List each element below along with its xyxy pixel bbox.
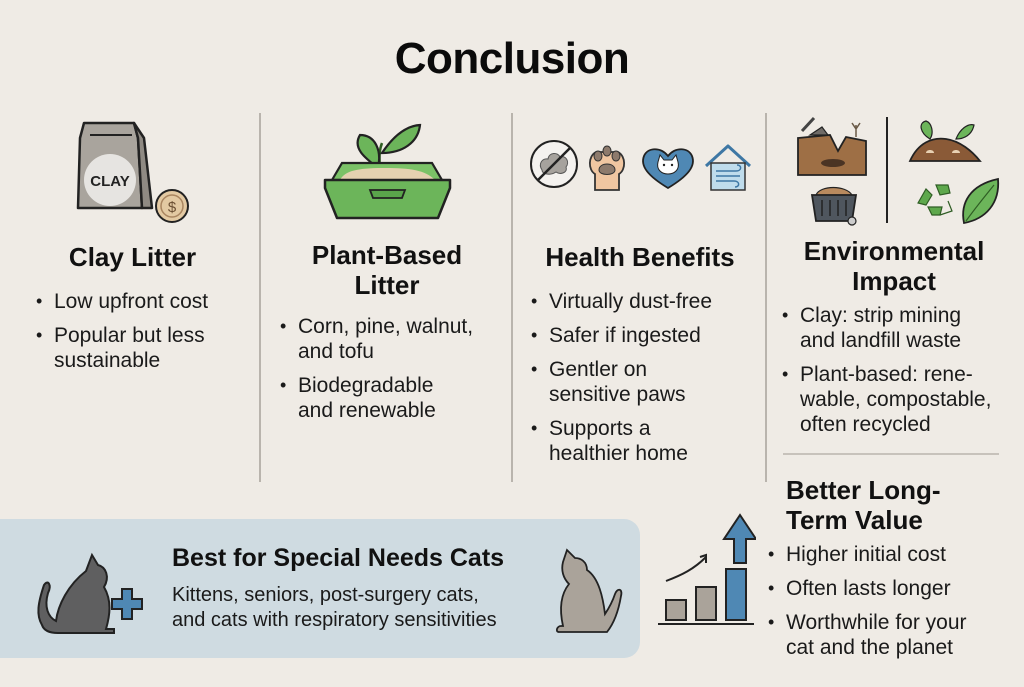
page-title: Conclusion (394, 34, 630, 83)
no-dust-icon (530, 140, 578, 188)
plant-based-litter-heading: Plant-Based Litter (311, 240, 463, 300)
list-item: Popular but less sustainable (36, 323, 246, 373)
landfill-bin-icon (810, 186, 858, 226)
list-item: Plant-based: rene-wable, compostable, of… (782, 362, 1012, 437)
cat-heart-icon (642, 148, 694, 190)
special-needs-title: Best for Special Needs Cats (172, 544, 505, 572)
green-litter-box-with-sprout-icon (320, 118, 455, 228)
list-item: Worthwhile for your cat and the planet (768, 610, 993, 660)
clay-litter-heading: Clay Litter (68, 242, 197, 272)
list-item: Corn, pine, walnut, and tofu (280, 314, 510, 364)
recycle-icon (917, 184, 953, 216)
special-needs-text: Kittens, seniors, post-surgery cats, and… (172, 584, 497, 631)
column-divider (765, 113, 767, 482)
long-term-value-bullets: Higher initial cost Often lasts longer W… (768, 542, 1008, 669)
compost-pile-icon (908, 120, 982, 162)
column-divider (511, 113, 513, 482)
list-item: Virtually dust-free (531, 289, 751, 314)
leaf-icon (962, 177, 999, 225)
clay-litter-bullets: Low upfront cost Popular but less sustai… (36, 289, 246, 382)
fresh-air-home-icon (704, 144, 752, 191)
list-item: Clay: strip mining and landfill waste (782, 303, 987, 353)
list-item: Often lasts longer (768, 576, 1008, 601)
plant-based-litter-bullets: Corn, pine, walnut, and tofu Biodegradab… (280, 314, 510, 432)
svg-text:$: $ (168, 199, 177, 216)
paw-icon (588, 145, 626, 191)
cat-with-medical-cross-icon (34, 545, 144, 635)
svg-text:CLAY: CLAY (90, 173, 129, 190)
section-divider (783, 453, 999, 455)
clay-bag-with-coin-icon: CLAY $ (74, 118, 194, 228)
list-item: Higher initial cost (768, 542, 1008, 567)
list-item: Safer if ingested (531, 323, 751, 348)
health-icons-row (528, 138, 753, 193)
environmental-impact-heading: Environmental Impact (803, 236, 985, 296)
health-benefits-bullets: Virtually dust-free Safer if ingested Ge… (531, 289, 751, 475)
list-item: Biodegradable and renewable (280, 373, 460, 423)
environmental-impact-bullets: Clay: strip mining and landfill waste Pl… (782, 303, 1012, 446)
long-term-value-heading: Better Long- Term Value (786, 475, 941, 535)
sitting-cat-icon (545, 548, 630, 633)
rising-bar-chart-arrow-icon (656, 513, 758, 633)
column-divider (259, 113, 261, 482)
environment-icons (790, 113, 1010, 228)
list-item: Supports a healthier home (531, 416, 706, 466)
list-item: Gentler on sensitive paws (531, 357, 706, 407)
strip-mining-icon (797, 116, 867, 176)
special-needs-box (0, 519, 640, 658)
health-benefits-heading: Health Benefits (545, 242, 735, 272)
list-item: Low upfront cost (36, 289, 246, 314)
